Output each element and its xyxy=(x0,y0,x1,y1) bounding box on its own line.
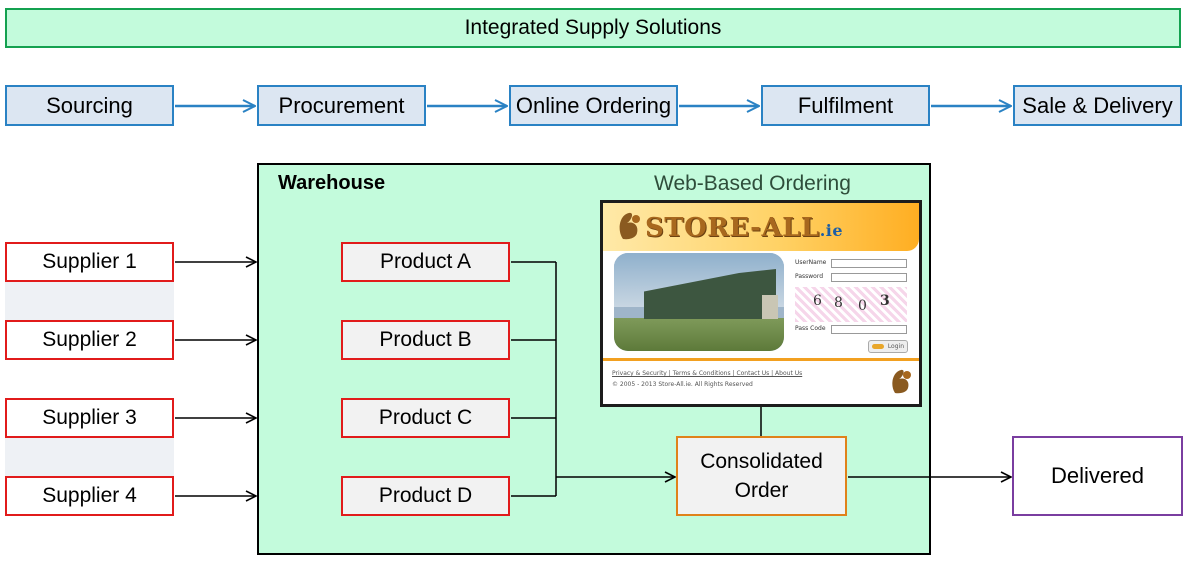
captcha-char: 8 xyxy=(834,295,843,311)
passcode-field[interactable] xyxy=(831,325,907,334)
squirrel-icon xyxy=(892,369,911,394)
consolidated-line1: Consolidated xyxy=(700,450,823,473)
site-logo-suffix: .ie xyxy=(819,221,844,240)
password-field[interactable] xyxy=(831,273,907,282)
login-button[interactable]: Login xyxy=(868,340,908,353)
site-divider xyxy=(603,358,919,361)
warehouse-photo xyxy=(614,253,784,351)
key-icon xyxy=(872,344,884,349)
stage-fulfilment: Fulfilment xyxy=(761,85,930,126)
delivered-box: Delivered xyxy=(1012,436,1183,516)
stage-label: Sale & Delivery xyxy=(1022,92,1173,118)
stage-label: Sourcing xyxy=(46,92,133,118)
supplier-gap xyxy=(5,438,174,476)
stage-sourcing: Sourcing xyxy=(5,85,174,126)
password-label: Password xyxy=(795,273,824,280)
username-label: UserName xyxy=(795,259,827,266)
product-label: Product D xyxy=(378,484,473,507)
supplier-label: Supplier 4 xyxy=(42,484,137,507)
username-field[interactable] xyxy=(831,259,907,268)
delivered-label: Delivered xyxy=(1051,463,1144,488)
web-ordering-title: Web-Based Ordering xyxy=(654,172,851,195)
product-a: Product A xyxy=(341,242,510,282)
supplier-3: Supplier 3 xyxy=(5,398,174,438)
supplier-1: Supplier 1 xyxy=(5,242,174,282)
consolidated-order: Consolidated Order xyxy=(676,436,847,516)
supplier-gap xyxy=(5,282,174,320)
website-screenshot: STORE-ALL.ie UserName Password 6 8 0 3 P… xyxy=(600,200,922,407)
consolidated-line2: Order xyxy=(734,479,789,502)
site-footer-links[interactable]: Privacy & Security | Terms & Conditions … xyxy=(612,370,803,377)
supplier-2: Supplier 2 xyxy=(5,320,174,360)
product-b: Product B xyxy=(341,320,510,360)
stage-sale-delivery: Sale & Delivery xyxy=(1013,85,1182,126)
stage-label: Online Ordering xyxy=(515,92,672,118)
product-c: Product C xyxy=(341,398,510,438)
stage-online-ordering: Online Ordering xyxy=(509,85,678,126)
site-logo-text: STORE-ALL.ie xyxy=(645,213,843,243)
supplier-label: Supplier 3 xyxy=(42,406,137,429)
captcha-char: 0 xyxy=(858,298,867,314)
supplier-label: Supplier 1 xyxy=(42,250,137,273)
captcha-image: 6 8 0 3 xyxy=(795,287,907,322)
login-label: Login xyxy=(887,343,904,350)
squirrel-logo-icon xyxy=(619,212,640,240)
supplier-4: Supplier 4 xyxy=(5,476,174,516)
stage-label: Procurement xyxy=(278,92,405,118)
site-logo-main: STORE-ALL xyxy=(645,213,820,243)
product-label: Product A xyxy=(379,250,472,273)
captcha-char: 6 xyxy=(813,293,822,309)
captcha-char: 3 xyxy=(880,293,890,309)
site-copyright: © 2005 - 2013 Store-All.ie. All Rights R… xyxy=(612,381,753,388)
banner-title: Integrated Supply Solutions xyxy=(464,16,722,39)
warehouse-title: Warehouse xyxy=(278,172,386,194)
supplier-label: Supplier 2 xyxy=(42,328,137,351)
product-label: Product B xyxy=(379,328,472,351)
stage-procurement: Procurement xyxy=(257,85,426,126)
title-banner: Integrated Supply Solutions xyxy=(5,8,1181,48)
stage-label: Fulfilment xyxy=(797,92,894,118)
product-label: Product C xyxy=(378,406,473,429)
product-d: Product D xyxy=(341,476,510,516)
site-header xyxy=(603,203,919,251)
passcode-label: Pass Code xyxy=(795,325,826,332)
